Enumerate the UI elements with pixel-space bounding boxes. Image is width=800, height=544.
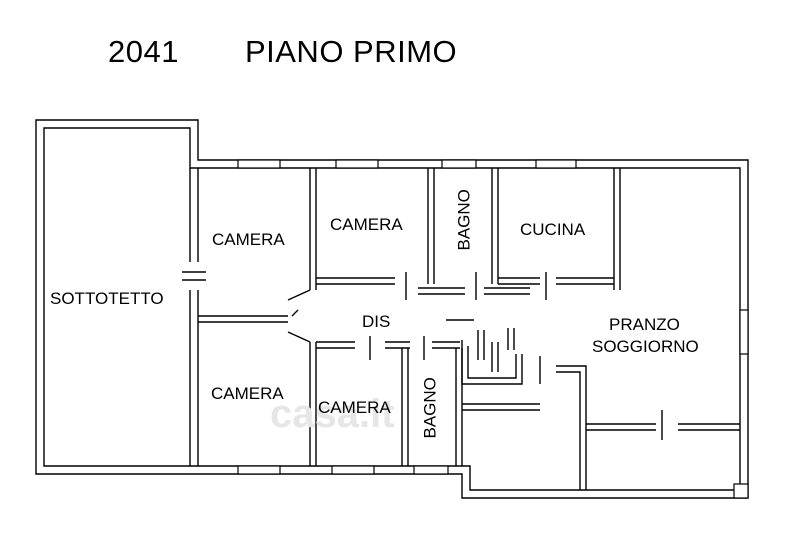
room-label-pranzo: PRANZO <box>609 315 680 334</box>
outer-walls <box>35 119 749 499</box>
windows <box>237 159 749 499</box>
room-label-bagno-top: BAGNO <box>454 189 474 251</box>
room-label-camera-bottom-left: CAMERA <box>211 384 284 403</box>
room-label-sottotetto: SOTTOTETTO <box>50 289 164 308</box>
room-label-dis: DIS <box>362 312 391 331</box>
plan-number: 2041 <box>108 34 179 69</box>
room-label-soggiorno: SOGGIORNO <box>592 337 699 356</box>
plan-header: 2041 PIANO PRIMO <box>108 30 457 74</box>
room-label-camera-top-mid: CAMERA <box>330 215 403 234</box>
plan-title: PIANO PRIMO <box>244 34 458 69</box>
interior-walls <box>182 168 740 490</box>
room-label-cucina: CUCINA <box>520 220 586 239</box>
room-label-camera-top-left: CAMERA <box>212 230 285 249</box>
room-label-camera-bottom-mid: CAMERA <box>318 398 391 417</box>
watermark: casa.it <box>270 392 395 436</box>
room-label-bagno-bottom: BAGNO <box>420 377 440 439</box>
